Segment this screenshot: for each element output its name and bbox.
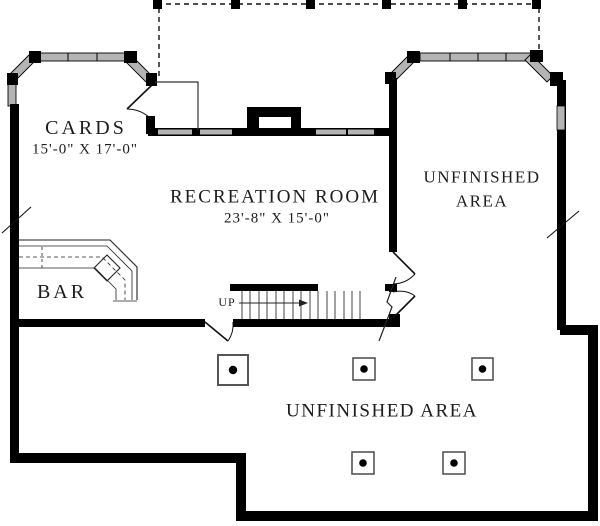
- stairs-up-label: UP: [218, 295, 236, 309]
- column-marker: [442, 451, 466, 475]
- interior-walls: [19, 284, 400, 327]
- bar-label: BAR: [36, 281, 88, 303]
- cards-room-label: CARDS: [45, 117, 127, 139]
- unfinished-right-label-line1: UNFINISHED: [423, 167, 541, 187]
- bay-window-right: [385, 50, 563, 86]
- unfinished-bottom-label: UNFINISHED AREA: [286, 400, 478, 422]
- closet-outline: [155, 81, 199, 130]
- recreation-room-label: RECREATION ROOM: [170, 186, 380, 208]
- cards-room-dimensions: 15'-0" X 17'-0": [32, 141, 138, 158]
- stair-break-line: [378, 276, 397, 342]
- column-marker: [352, 357, 376, 381]
- fireplace: [247, 107, 301, 133]
- window: [556, 105, 566, 131]
- column-marker: [217, 354, 249, 386]
- unfinished-area-doors: [392, 251, 416, 319]
- wall-break-ticks: [1, 206, 580, 239]
- unfinished-right-label-line2: AREA: [455, 191, 509, 211]
- stairs: [241, 291, 361, 319]
- bar-counter: [19, 239, 138, 302]
- exterior-walls: [10, 78, 598, 521]
- column-marker: [351, 451, 375, 475]
- deck-outline: [157, 3, 540, 80]
- column-markers: [217, 354, 494, 475]
- deck-posts: [153, 0, 541, 9]
- bar-sink-diamond: [93, 254, 121, 282]
- stair-direction-arrow: [239, 299, 308, 307]
- entry-door: [126, 84, 153, 121]
- bay-window-left: [7, 51, 157, 107]
- bar-area-door: [204, 321, 234, 342]
- column-marker: [471, 357, 494, 381]
- recreation-room-dimensions: 23'-8" X 15'-0": [224, 210, 330, 227]
- recreation-top-wall: [148, 107, 396, 136]
